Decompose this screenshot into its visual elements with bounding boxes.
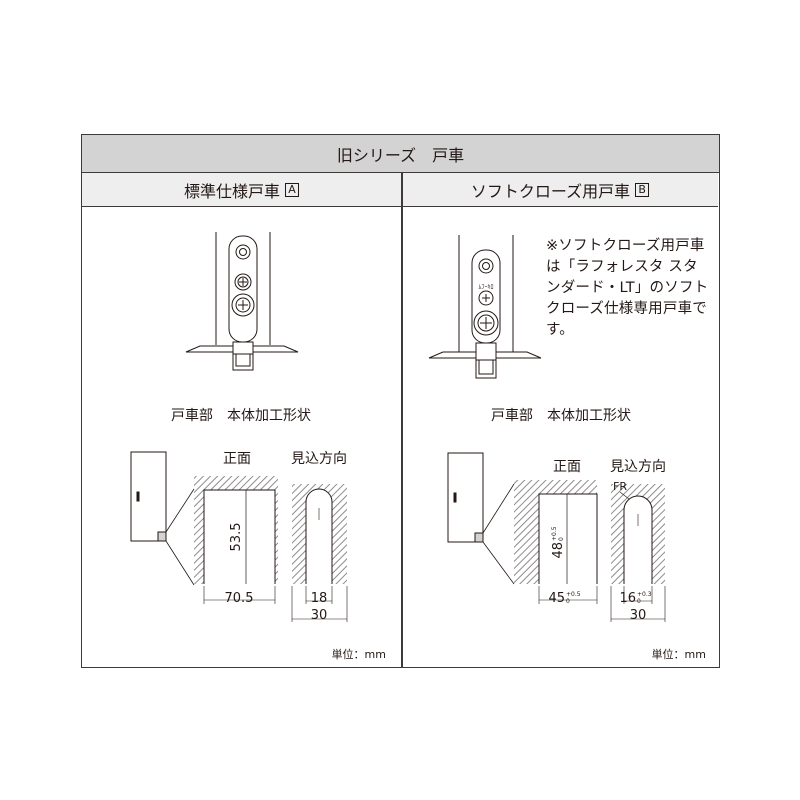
dim-depth-softclose: 30 <box>630 608 647 623</box>
dim-groove-standard: 18 <box>311 591 328 606</box>
column-heading-softclose: ソフトクローズ用戸車 <box>470 181 631 201</box>
fr-label: FR <box>613 480 627 493</box>
door-icon-standard <box>130 451 195 586</box>
column-header-softclose: ソフトクローズ用戸車 B <box>402 173 718 207</box>
dim-height-softclose: 48 <box>551 542 566 559</box>
side-profile-standard <box>291 484 348 622</box>
dim-groove-tol-upper: +0.3 <box>637 591 652 598</box>
dim-depth-standard: 30 <box>311 608 328 623</box>
dim-groove-tol-lower: 0 <box>637 598 641 605</box>
dim-width-tol-lower: 0 <box>566 598 570 605</box>
dim-groove-softclose: 16 <box>619 591 636 606</box>
dim-height-standard: 53.5 <box>229 523 244 552</box>
unit-label-softclose: 単位：mm <box>652 647 706 661</box>
dim-height-softclose-group: 48 +0.5 0 <box>551 526 566 558</box>
column-divider <box>401 173 403 667</box>
part-label-softclose: 戸車部 本体加工形状 <box>491 407 631 424</box>
side-profile-softclose <box>610 484 666 622</box>
badge-b: B <box>635 182 650 197</box>
roller-assembly-softclose: ﾑﾌｰｷﾛ <box>428 235 542 379</box>
dim-width-tol-upper: +0.5 <box>566 591 581 598</box>
badge-a: A <box>285 182 299 197</box>
dim-height-tol-upper: +0.5 <box>551 526 558 541</box>
door-icon-softclose <box>447 452 515 585</box>
softclose-note: ※ソフトクローズ用戸車は「ラフォレスタ スタンダード・LT」のソフトクローズ仕様… <box>546 238 709 338</box>
side-label-softclose: 見込方向 <box>610 459 666 475</box>
part-label-standard: 戸車部 本体加工形状 <box>171 407 311 424</box>
unit-label-standard: 単位：mm <box>332 647 386 661</box>
front-profile-standard <box>194 476 278 604</box>
column-heading-standard: 標準仕様戸車 <box>183 181 280 201</box>
front-label-standard: 正面 <box>223 451 251 467</box>
front-profile-softclose <box>514 480 598 604</box>
dim-height-tol-lower: 0 <box>558 537 565 541</box>
roller-assembly-standard <box>185 232 299 371</box>
spec-table: 旧シリーズ 戸車 標準仕様戸車 A ソフトクローズ用戸車 B <box>81 134 720 668</box>
svg-text:ﾑﾌｰｷﾛ: ﾑﾌｰｷﾛ <box>478 284 493 291</box>
column-header-standard: 標準仕様戸車 A <box>82 173 401 207</box>
dim-width-standard: 70.5 <box>225 591 254 606</box>
front-label-softclose: 正面 <box>553 459 581 475</box>
side-label-standard: 見込方向 <box>291 451 347 467</box>
table-title: 旧シリーズ 戸車 <box>82 135 719 173</box>
dim-width-softclose: 45 <box>548 591 565 606</box>
